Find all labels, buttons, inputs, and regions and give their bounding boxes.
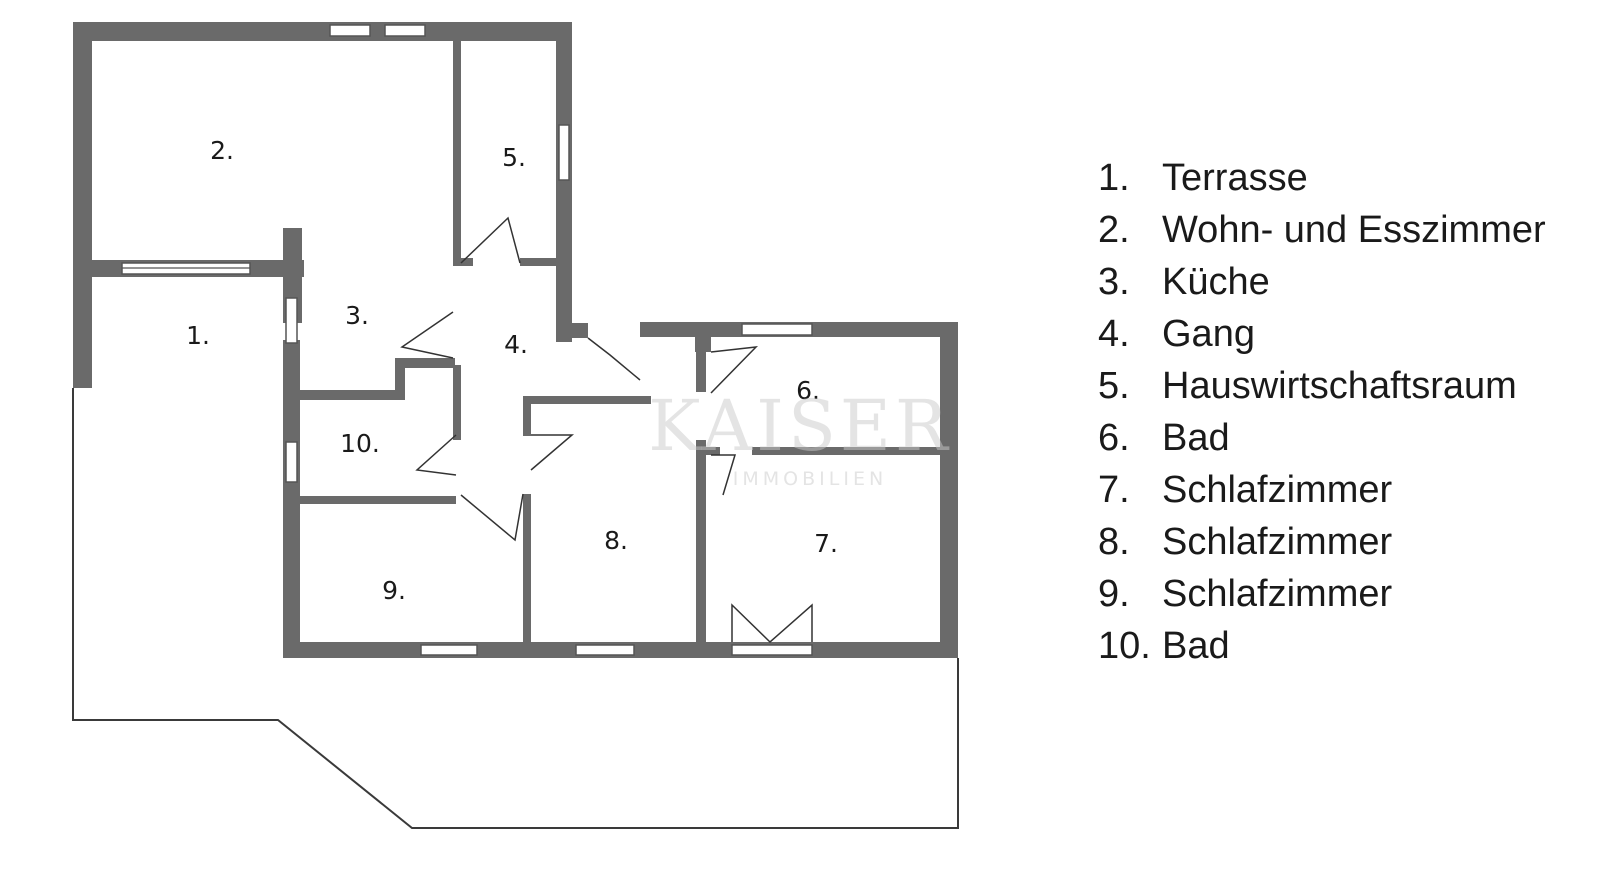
windows [121, 24, 813, 656]
room-label-8: 8. [604, 526, 628, 555]
room-label-1: 1. [186, 321, 210, 350]
legend-room-name: Wohn- und Esszimmer [1162, 209, 1546, 251]
legend-room-name: Schlafzimmer [1162, 521, 1393, 563]
legend-room-name: Gang [1162, 313, 1255, 355]
legend-number: 2. [1098, 209, 1130, 251]
legend-item: 6. Bad [1098, 412, 1546, 464]
terrace-outline [72, 388, 959, 829]
legend-room-name: Schlafzimmer [1162, 469, 1393, 511]
watermark-brand: KAISER [648, 385, 951, 467]
legend-room-name: Bad [1162, 625, 1230, 667]
room-label-6: 6. [796, 376, 820, 405]
legend-item: 9. Schlafzimmer [1098, 568, 1546, 620]
legend-number: 1. [1098, 157, 1130, 199]
legend-room-name: Schlafzimmer [1162, 573, 1393, 615]
legend-room-name: Bad [1162, 417, 1230, 459]
room-legend: 1. Terrasse 2. Wohn- und Esszimmer 3. Küche… [1098, 152, 1546, 672]
legend-item: 7. Schlafzimmer [1098, 464, 1546, 516]
room-label-2: 2. [210, 136, 234, 165]
legend-room-name: Terrasse [1162, 157, 1308, 199]
legend-item: 8. Schlafzimmer [1098, 516, 1546, 568]
legend-number: 10. [1098, 625, 1151, 667]
legend-item: 1. Terrasse [1098, 152, 1546, 204]
room-label-5: 5. [502, 143, 526, 172]
watermark-subtitle: IMMOBILIEN [733, 468, 887, 490]
legend-item: 3. Küche [1098, 256, 1546, 308]
legend-number: 5. [1098, 365, 1130, 407]
legend-room-name: Küche [1162, 261, 1270, 303]
legend-item: 2. Wohn- und Esszimmer [1098, 204, 1546, 256]
legend-item: 5. Hauswirtschaftsraum [1098, 360, 1546, 412]
room-label-10: 10. [340, 429, 380, 458]
room-labels: 1. 2. 3. 4. 5. 6. 7. 8. 9. 10. [186, 136, 838, 605]
legend-room-name: Hauswirtschaftsraum [1162, 365, 1517, 407]
legend-number: 4. [1098, 313, 1130, 355]
room-label-9: 9. [382, 576, 406, 605]
legend-number: 6. [1098, 417, 1130, 459]
room-label-3: 3. [345, 301, 369, 330]
legend-item: 10. Bad [1098, 620, 1546, 672]
legend-number: 9. [1098, 573, 1130, 615]
legend-number: 3. [1098, 261, 1130, 303]
doors [400, 216, 813, 644]
legend-number: 8. [1098, 521, 1130, 563]
room-label-7: 7. [814, 529, 838, 558]
legend-item: 4. Gang [1098, 308, 1546, 360]
room-label-4: 4. [504, 330, 528, 359]
watermark: KAISER IMMOBILIEN [648, 385, 951, 490]
floor-plan: 1. 2. 3. 4. 5. 6. 7. 8. 9. 10. KAISER IM… [72, 22, 959, 829]
legend-number: 7. [1098, 469, 1130, 511]
